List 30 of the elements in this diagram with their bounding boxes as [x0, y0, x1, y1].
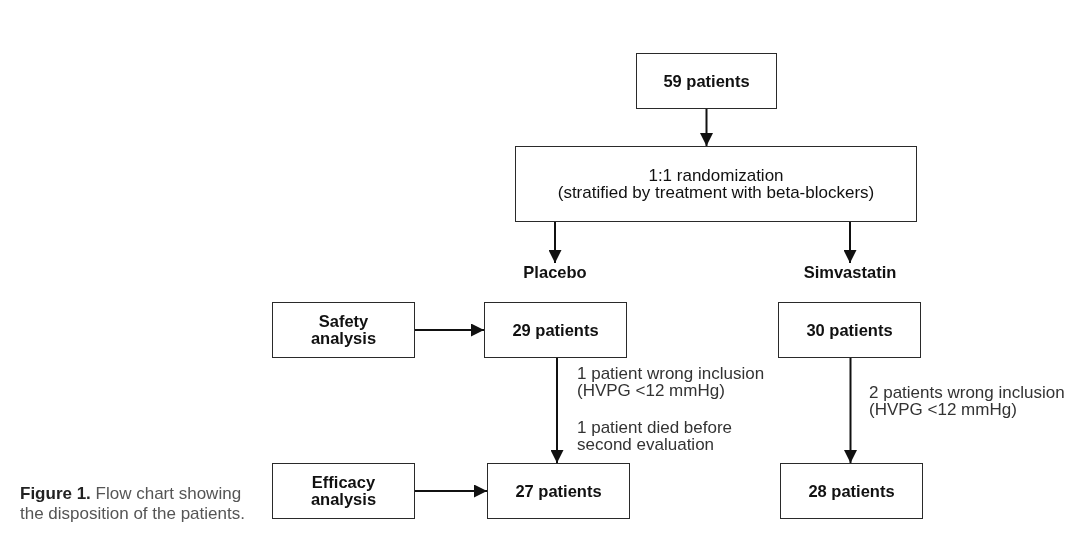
box-label: 1:1 randomization — [648, 167, 784, 184]
arrow — [700, 108, 713, 147]
box-label: 27 patients — [515, 482, 602, 500]
arrow — [844, 357, 857, 464]
arrow — [414, 323, 485, 337]
arm-label: Placebo — [523, 263, 587, 281]
box-label: Efficacy analysis — [309, 474, 378, 508]
process-box — [272, 463, 415, 519]
box-label: (stratified by treatment with beta-blockers) — [557, 184, 875, 201]
box-label: 59 patients — [663, 72, 750, 90]
box-label: 30 patients — [806, 321, 893, 339]
arrow — [843, 221, 857, 264]
box-label: 29 patients — [512, 321, 599, 339]
exclusion-note: 2 patients wrong inclusion (HVPG <12 mmHg) — [869, 384, 1066, 418]
process-box — [515, 146, 917, 222]
process-box — [780, 463, 923, 519]
process-box — [778, 302, 921, 358]
arm-label: Simvastatin — [803, 263, 897, 281]
process-box — [487, 463, 630, 519]
box-label: 28 patients — [808, 482, 895, 500]
process-box — [272, 302, 415, 358]
box-label: Safety analysis — [309, 313, 378, 347]
process-box — [636, 53, 777, 109]
arrow — [414, 484, 488, 498]
process-box — [484, 302, 627, 358]
arrow — [550, 357, 564, 464]
arrow — [548, 221, 562, 264]
figure-caption: Figure 1. Flow chart showing the disposition of the patients. — [20, 484, 246, 524]
exclusion-note: 1 patient wrong inclusion (HVPG <12 mmHg) — [577, 365, 766, 399]
exclusion-note: 1 patient died before second evaluation — [577, 419, 733, 453]
